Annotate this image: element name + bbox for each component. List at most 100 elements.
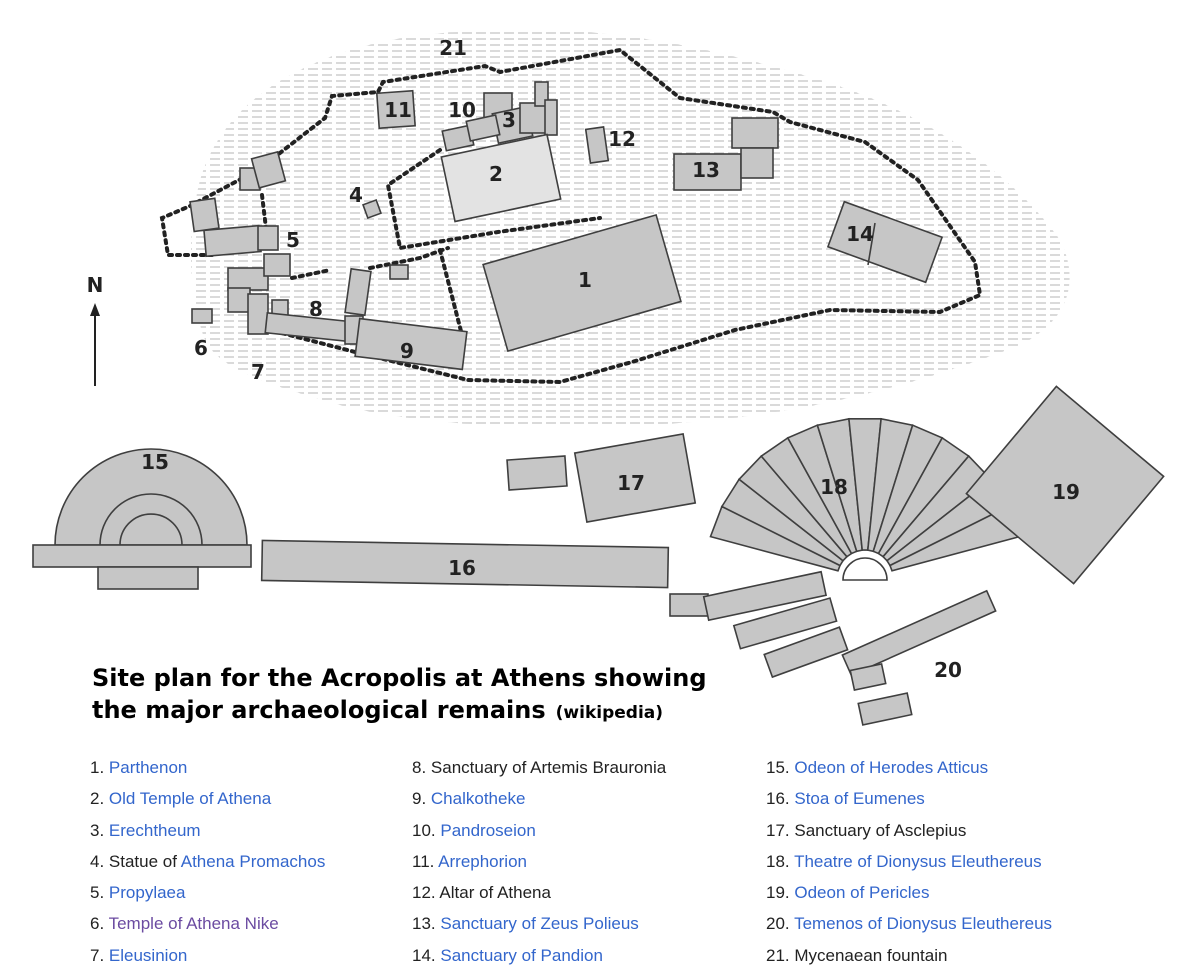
legend-column-1: 1. Parthenon 2. Old Temple of Athena 3. Er… — [90, 752, 325, 971]
legend-number: 11. — [412, 851, 439, 871]
legend-item: 5. Propylaea — [90, 877, 325, 908]
legend-link[interactable]: Temple of Athena Nike — [108, 914, 279, 934]
legend-link[interactable]: Chalkotheke — [430, 789, 526, 809]
legend-item: 21. Mycenaean fountain — [766, 940, 1052, 971]
theatre-lower-row — [763, 626, 849, 679]
legend-link[interactable]: Arrephorion — [438, 851, 527, 871]
plan-label-9: 9 — [400, 339, 414, 363]
legend-item: 17. Sanctuary of Asclepius — [766, 815, 1052, 846]
legend-number: 3. — [90, 820, 109, 840]
building-6-athena-nike — [191, 308, 213, 324]
fortification-wall — [159, 47, 983, 385]
legend-number: 6. — [90, 914, 109, 934]
legend-number: 21. — [766, 945, 795, 965]
building-3-erechtheum — [441, 81, 558, 152]
legend-item: 9. Chalkotheke — [412, 783, 666, 814]
building-17-asclepius-main — [573, 433, 697, 523]
legend-item: 10. Pandroseion — [412, 815, 666, 846]
building-19-odeon-pericles — [965, 385, 1165, 585]
building-2-old-temple — [440, 133, 562, 223]
legend-link[interactable]: Propylaea — [108, 883, 186, 903]
legend-number: 4. — [90, 851, 109, 871]
plan-label-14: 14 — [846, 222, 874, 246]
legend-text: Sanctuary of Asclepius — [794, 820, 967, 840]
legend-link[interactable]: Odeon of Pericles — [794, 883, 930, 903]
building-16-stoa-eumenes — [260, 539, 670, 589]
legend-link[interactable]: Sanctuary of Zeus Polieus — [440, 914, 639, 934]
legend-item: 15. Odeon of Herodes Atticus — [766, 752, 1052, 783]
legend-text: Statue of — [108, 851, 181, 871]
plan-label-2: 2 — [489, 162, 503, 186]
plan-label-8: 8 — [309, 297, 323, 321]
legend-number: 2. — [90, 789, 109, 809]
building-14-pandion — [826, 200, 944, 284]
legend-item: 11. Arrephorion — [412, 846, 666, 877]
theatre-lower-row — [732, 597, 838, 650]
legend-item: 6. Temple of Athena Nike — [90, 908, 325, 939]
building-18-theatre-dionysus — [702, 417, 1021, 679]
legend-number: 18. — [766, 851, 795, 871]
legend-link[interactable]: Pandroseion — [440, 820, 536, 840]
legend-number: 20. — [766, 914, 795, 934]
legend-number: 9. — [412, 789, 431, 809]
legend-link[interactable]: Eleusinion — [108, 945, 188, 965]
plan-label-6: 6 — [194, 336, 208, 360]
legend-link[interactable]: Old Temple of Athena — [108, 789, 272, 809]
legend-number: 8. — [412, 758, 431, 777]
legend-number: 7. — [90, 945, 109, 965]
plan-label-1: 1 — [578, 268, 592, 292]
legend-link[interactable]: Erechtheum — [108, 820, 201, 840]
legend-item: 8. Sanctuary of Artemis Brauronia — [412, 752, 666, 783]
plan-label-5: 5 — [286, 228, 300, 252]
building-5-propylaea — [189, 150, 291, 313]
legend-item: 2. Old Temple of Athena — [90, 783, 325, 814]
legend-item: 16. Stoa of Eumenes — [766, 783, 1052, 814]
plan-label-20: 20 — [934, 658, 962, 682]
theatre-orchestra — [842, 557, 888, 581]
legend-text: Altar of Athena — [439, 883, 551, 903]
building-4-promachos — [362, 199, 382, 219]
legend-link[interactable]: Odeon of Herodes Atticus — [794, 758, 989, 777]
plan-label-7: 7 — [251, 360, 265, 384]
legend-number: 1. — [90, 758, 109, 777]
legend-link[interactable]: Athena Promachos — [180, 851, 326, 871]
legend-link[interactable]: Stoa of Eumenes — [794, 789, 925, 809]
plan-label-10: 10 — [448, 98, 476, 122]
plan-label-3: 3 — [502, 108, 516, 132]
legend-number: 15. — [766, 758, 795, 777]
legend-text: Sanctuary of Artemis Brauronia — [430, 758, 667, 777]
plan-label-16: 16 — [448, 556, 476, 580]
building-17-asclepius — [506, 455, 568, 491]
building-15-odeon-herodes — [32, 448, 252, 590]
building-1-parthenon — [482, 213, 682, 353]
plan-label-17: 17 — [617, 471, 645, 495]
legend-number: 12. — [412, 883, 440, 903]
legend-number: 5. — [90, 883, 109, 903]
caption: Site plan for the Acropolis at Athens sh… — [92, 662, 712, 729]
legend-number: 14. — [412, 945, 441, 965]
legend-item: 18. Theatre of Dionysus Eleuthereus — [766, 846, 1052, 877]
plan-label-15: 15 — [141, 450, 169, 474]
legend-link[interactable]: Parthenon — [108, 758, 188, 777]
theatre-lower-row — [702, 570, 828, 622]
legend-item: 7. Eleusinion — [90, 940, 325, 971]
plan-label-18: 18 — [820, 475, 848, 499]
legend-link[interactable]: Sanctuary of Pandion — [440, 945, 603, 965]
chalkotheke-wall — [438, 248, 464, 337]
plan-label-21: 21 — [439, 36, 467, 60]
building-11-arrephorion — [375, 89, 416, 130]
building-13-zeus-polieus — [673, 117, 779, 191]
caption-source: (wikipedia) — [555, 703, 664, 723]
legend-text: Mycenaean fountain — [794, 945, 948, 965]
plan-label-11: 11 — [384, 98, 412, 122]
promachos-wall — [385, 148, 602, 251]
legend-link[interactable]: Temenos of Dionysus Eleuthereus — [794, 914, 1053, 934]
legend-number: 17. — [766, 820, 795, 840]
legend-link[interactable]: Theatre of Dionysus Eleuthereus — [794, 851, 1042, 871]
legend-item: 12. Altar of Athena — [412, 877, 666, 908]
caption-title: Site plan for the Acropolis at Athens sh… — [92, 664, 707, 724]
building-12-altar — [584, 126, 610, 164]
